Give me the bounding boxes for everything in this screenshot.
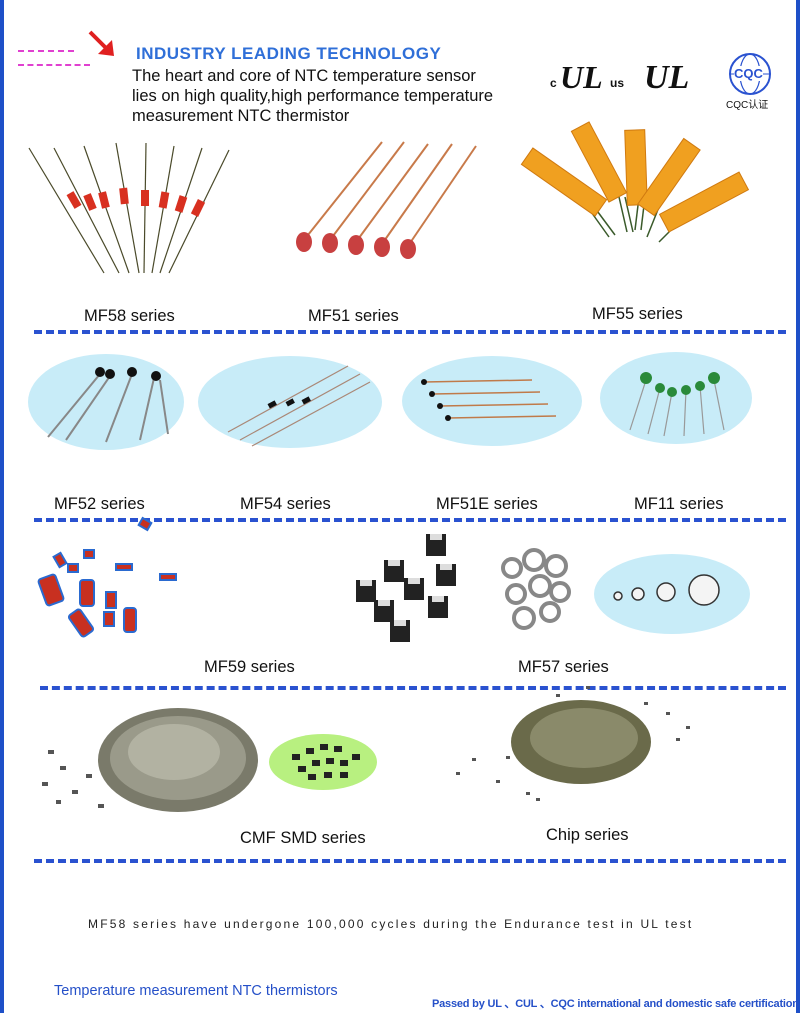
cqc-logo: CQC CQC认证	[722, 52, 778, 111]
svg-text:UL: UL	[560, 59, 603, 95]
header-line-2: lies on high quality,high performance te…	[132, 87, 494, 105]
mf55-product-image	[520, 121, 750, 243]
cqc-caption: CQC认证	[726, 100, 769, 111]
caption-chip: Chip series	[546, 826, 629, 844]
mf11-product-image	[600, 352, 752, 444]
ul-us-text: us	[610, 76, 625, 90]
footer-certification-note: Passed by UL 、CUL 、CQC international and…	[432, 998, 799, 1010]
cmf-smd-bulk-image	[42, 708, 258, 812]
ul-recognized-mark-icon: UL	[644, 59, 689, 96]
header-line-3: measurement NTC thermistor	[132, 107, 350, 125]
caption-mf51: MF51 series	[308, 307, 399, 325]
caption-mf51e: MF51E series	[436, 495, 538, 513]
ul-c-us-logo: c UL us	[550, 59, 640, 95]
mf57-disc-image	[594, 554, 750, 634]
section-divider-3	[40, 686, 786, 690]
header-title: INDUSTRY LEADING TECHNOLOGY	[136, 44, 442, 63]
cqc-badge-text: CQC	[734, 66, 763, 81]
ul-mark-icon: UL	[560, 59, 603, 95]
mf57-washer-image	[501, 548, 571, 630]
caption-mf57: MF57 series	[518, 658, 609, 676]
mf52-product-image	[28, 354, 184, 450]
red-arrow-icon	[88, 30, 114, 56]
footer-tagline: Temperature measurement NTC thermistors	[54, 983, 338, 999]
caption-mf58: MF58 series	[84, 307, 175, 325]
caption-mf55: MF55 series	[592, 305, 683, 323]
mf51e-product-image	[402, 356, 582, 446]
section-divider-2	[34, 518, 786, 522]
mf54-product-image	[198, 356, 382, 448]
ul-c-text: c	[550, 76, 557, 90]
cmf-smd-tray-image	[269, 734, 377, 790]
mf57-smd-pad-image	[356, 534, 456, 642]
section-divider-4	[34, 859, 786, 863]
header-line-1: The heart and core of NTC temperature se…	[132, 67, 476, 85]
caption-cmf-smd: CMF SMD series	[240, 829, 366, 847]
mf58-product-image	[28, 142, 230, 274]
pink-dash-line-2	[18, 64, 90, 66]
caption-mf59: MF59 series	[204, 658, 295, 676]
mf51-product-image	[296, 141, 477, 259]
caption-mf52: MF52 series	[54, 495, 145, 513]
caption-mf11: MF11 series	[634, 495, 724, 513]
mf59-product-image	[37, 516, 177, 638]
caption-mf54: MF54 series	[240, 495, 331, 513]
section-divider-1	[34, 330, 786, 334]
svg-text:UL: UL	[644, 59, 689, 96]
pink-dash-line-1	[18, 50, 74, 52]
chip-bulk-image	[456, 686, 690, 801]
endurance-note: MF58 series have undergone 100,000 cycle…	[88, 917, 694, 931]
